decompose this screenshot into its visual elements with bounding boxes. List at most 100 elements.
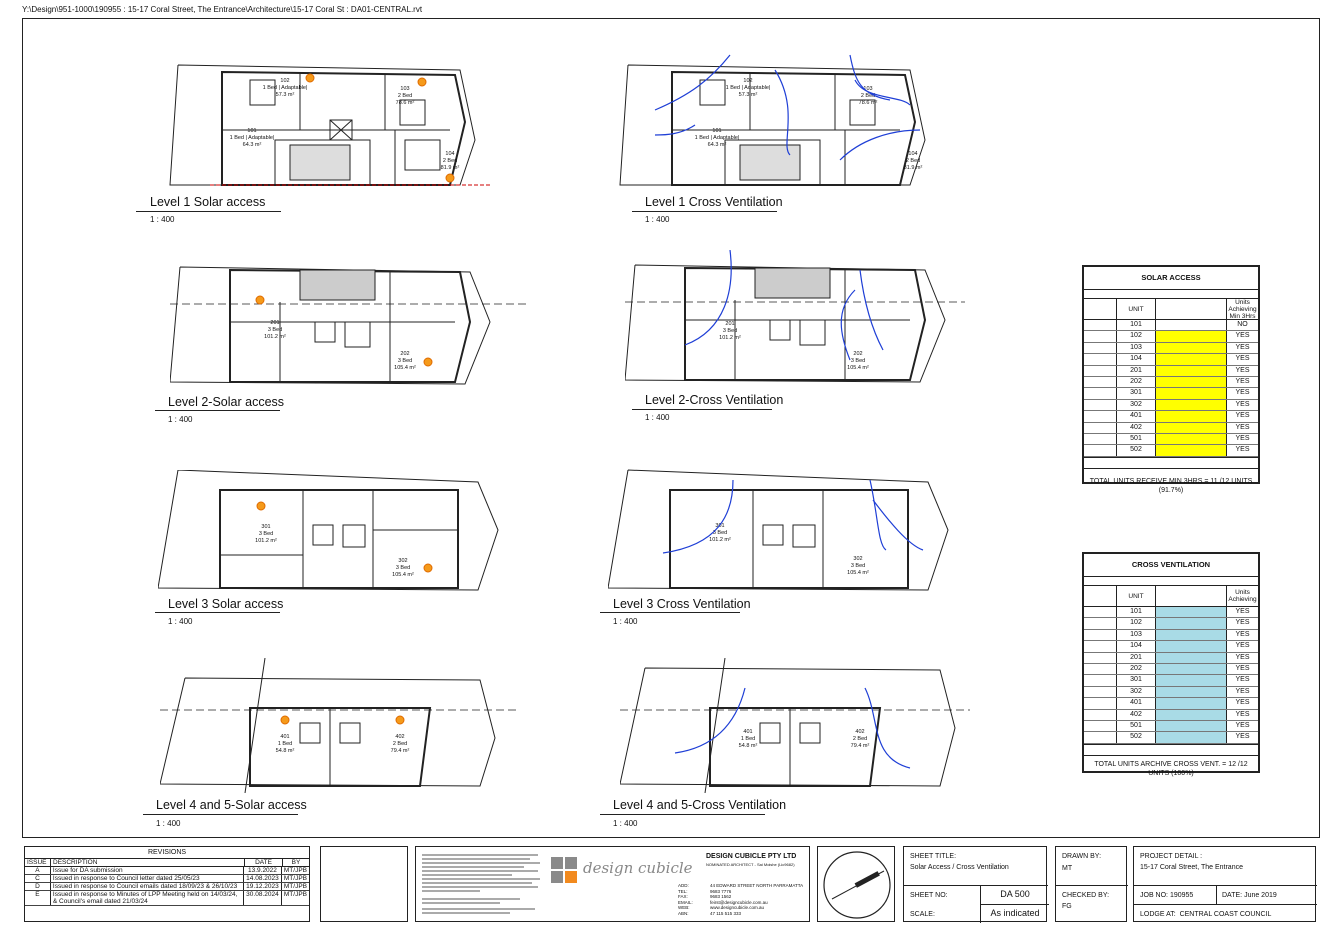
unit-cell: 102 bbox=[1117, 618, 1156, 629]
svg-text:201: 201 bbox=[270, 320, 279, 326]
svg-text:2 Bed: 2 Bed bbox=[393, 741, 407, 747]
floor-plan-drawing: 301 3 Bed 101.2 m² 302 3 Bed 105.4 m² bbox=[607, 469, 949, 591]
plan-title: Level 2-Solar access bbox=[168, 395, 285, 409]
result-cell: YES bbox=[1235, 619, 1250, 627]
sheet-title-label: SHEET TITLE: bbox=[910, 853, 957, 860]
table-title: CROSS VENTILATION bbox=[1084, 554, 1258, 577]
drawn-by: MT bbox=[1062, 865, 1073, 872]
plan-title: Level 2-Cross Ventilation bbox=[645, 393, 784, 407]
lodge-at: LODGE AT: CENTRAL COAST COUNCIL bbox=[1140, 911, 1272, 918]
unit-cell: 402 bbox=[1117, 709, 1156, 720]
plan-scale: 1 : 400 bbox=[613, 617, 638, 626]
unit-cell: 501 bbox=[1117, 720, 1156, 732]
plan-title: Level 1 Cross Ventilation bbox=[645, 195, 783, 209]
highlight-cell bbox=[1156, 641, 1227, 652]
company-block: design cubicle DESIGN CUBICLE PTY LTD NO… bbox=[415, 846, 810, 922]
job-no: JOB NO: 190955 bbox=[1140, 892, 1194, 899]
svg-text:105.4 m²: 105.4 m² bbox=[394, 365, 416, 371]
svg-text:57.3 m²: 57.3 m² bbox=[276, 92, 295, 98]
date: DATE: June 2019 bbox=[1222, 892, 1277, 899]
unit-cell: 501 bbox=[1117, 433, 1156, 445]
revisions-title: REVISIONS bbox=[25, 847, 309, 859]
floor-plan-drawing: 201 3 Bed 101.2 m² 202 3 Bed 105.4 m² bbox=[624, 249, 965, 383]
svg-text:1 Bed | Adaptable|: 1 Bed | Adaptable| bbox=[726, 85, 771, 91]
unit-cell: 202 bbox=[1117, 663, 1156, 675]
unit-cell: 502 bbox=[1117, 732, 1156, 743]
svg-text:101: 101 bbox=[247, 128, 256, 134]
cross-ventilation-table: CROSS VENTILATION UNIT Units Achieving 1… bbox=[1082, 552, 1260, 777]
result-cell: YES bbox=[1235, 664, 1250, 672]
general-notes bbox=[420, 851, 545, 919]
highlight-cell bbox=[1156, 618, 1227, 629]
svg-text:104: 104 bbox=[908, 151, 917, 157]
svg-text:78.6 m²: 78.6 m² bbox=[859, 100, 878, 106]
col-unit: UNIT bbox=[1117, 586, 1156, 606]
title-underline bbox=[136, 211, 281, 212]
svg-text:81.9 m²: 81.9 m² bbox=[904, 165, 923, 171]
scale-value: As indicated bbox=[980, 904, 1049, 923]
highlight-cell bbox=[1156, 399, 1227, 411]
svg-text:101.2 m²: 101.2 m² bbox=[719, 335, 741, 341]
table-total: TOTAL UNITS ARCHIVE CROSS VENT. = 12 /12… bbox=[1084, 754, 1258, 778]
highlight-cell bbox=[1156, 422, 1227, 433]
svg-text:1 Bed: 1 Bed bbox=[278, 741, 292, 747]
svg-text:3 Bed: 3 Bed bbox=[398, 358, 412, 364]
svg-text:401: 401 bbox=[743, 729, 752, 735]
north-arrow-icon bbox=[823, 851, 891, 919]
plan-scale: 1 : 400 bbox=[156, 819, 181, 828]
highlight-cell bbox=[1156, 686, 1227, 698]
svg-text:2 Bed: 2 Bed bbox=[398, 93, 412, 99]
highlight-cell bbox=[1156, 675, 1227, 686]
svg-text:3 Bed: 3 Bed bbox=[259, 531, 273, 537]
svg-text:302: 302 bbox=[398, 558, 407, 564]
result-cell: YES bbox=[1235, 400, 1250, 408]
result-cell: YES bbox=[1235, 343, 1250, 351]
table-row: 502 YES bbox=[1084, 732, 1258, 744]
highlight-cell bbox=[1156, 342, 1227, 354]
unit-cell: 302 bbox=[1117, 686, 1156, 698]
unit-cell: 301 bbox=[1117, 675, 1156, 686]
company-logo: design cubicle bbox=[551, 857, 696, 898]
highlight-cell bbox=[1156, 629, 1227, 641]
table-row: 104 YES bbox=[1084, 641, 1258, 653]
highlight-cell bbox=[1156, 709, 1227, 720]
sheet-info: SHEET TITLE: Solar Access / Cross Ventil… bbox=[903, 846, 1049, 923]
result-cell: YES bbox=[1235, 733, 1250, 741]
result-cell: YES bbox=[1235, 676, 1250, 684]
plan-scale: 1 : 400 bbox=[645, 413, 670, 422]
highlight-cell bbox=[1156, 411, 1227, 422]
checked-by: FG bbox=[1062, 903, 1072, 910]
highlight-cell bbox=[1156, 354, 1227, 365]
svg-text:105.4 m²: 105.4 m² bbox=[392, 572, 414, 578]
unit-cell: 104 bbox=[1117, 641, 1156, 652]
revisions-header: ISSUE DESCRIPTION DATE BY bbox=[25, 859, 309, 867]
svg-text:101.2 m²: 101.2 m² bbox=[264, 334, 286, 340]
svg-text:402: 402 bbox=[395, 734, 404, 740]
result-cell: YES bbox=[1235, 423, 1250, 431]
plan-level3-solar: 301 3 Bed 101.2 m² 302 3 Bed 105.4 m² bbox=[157, 469, 518, 600]
result-cell: YES bbox=[1235, 642, 1250, 650]
plan-level45-vent: 401 1 Bed 54.8 m² 402 2 Bed 79.4 m² bbox=[619, 657, 970, 798]
svg-text:1 Bed: 1 Bed bbox=[741, 736, 755, 742]
svg-text:78.6 m²: 78.6 m² bbox=[396, 100, 415, 106]
svg-text:401: 401 bbox=[280, 734, 289, 740]
blank-box bbox=[320, 846, 408, 922]
floor-plan-drawing: 201 3 Bed 101.2 m² 202 3 Bed 105.4 m² bbox=[169, 266, 530, 385]
unit-cell: 502 bbox=[1117, 445, 1156, 456]
table-total: TOTAL UNITS RECEIVE MIN 3HRS = 11 /12 UN… bbox=[1084, 467, 1258, 495]
svg-text:54.8 m²: 54.8 m² bbox=[739, 743, 758, 749]
highlight-cell bbox=[1156, 388, 1227, 399]
result-cell: YES bbox=[1235, 608, 1250, 615]
svg-text:3 Bed: 3 Bed bbox=[851, 358, 865, 364]
result-cell: YES bbox=[1235, 446, 1250, 454]
unit-label: 102 bbox=[280, 78, 289, 84]
